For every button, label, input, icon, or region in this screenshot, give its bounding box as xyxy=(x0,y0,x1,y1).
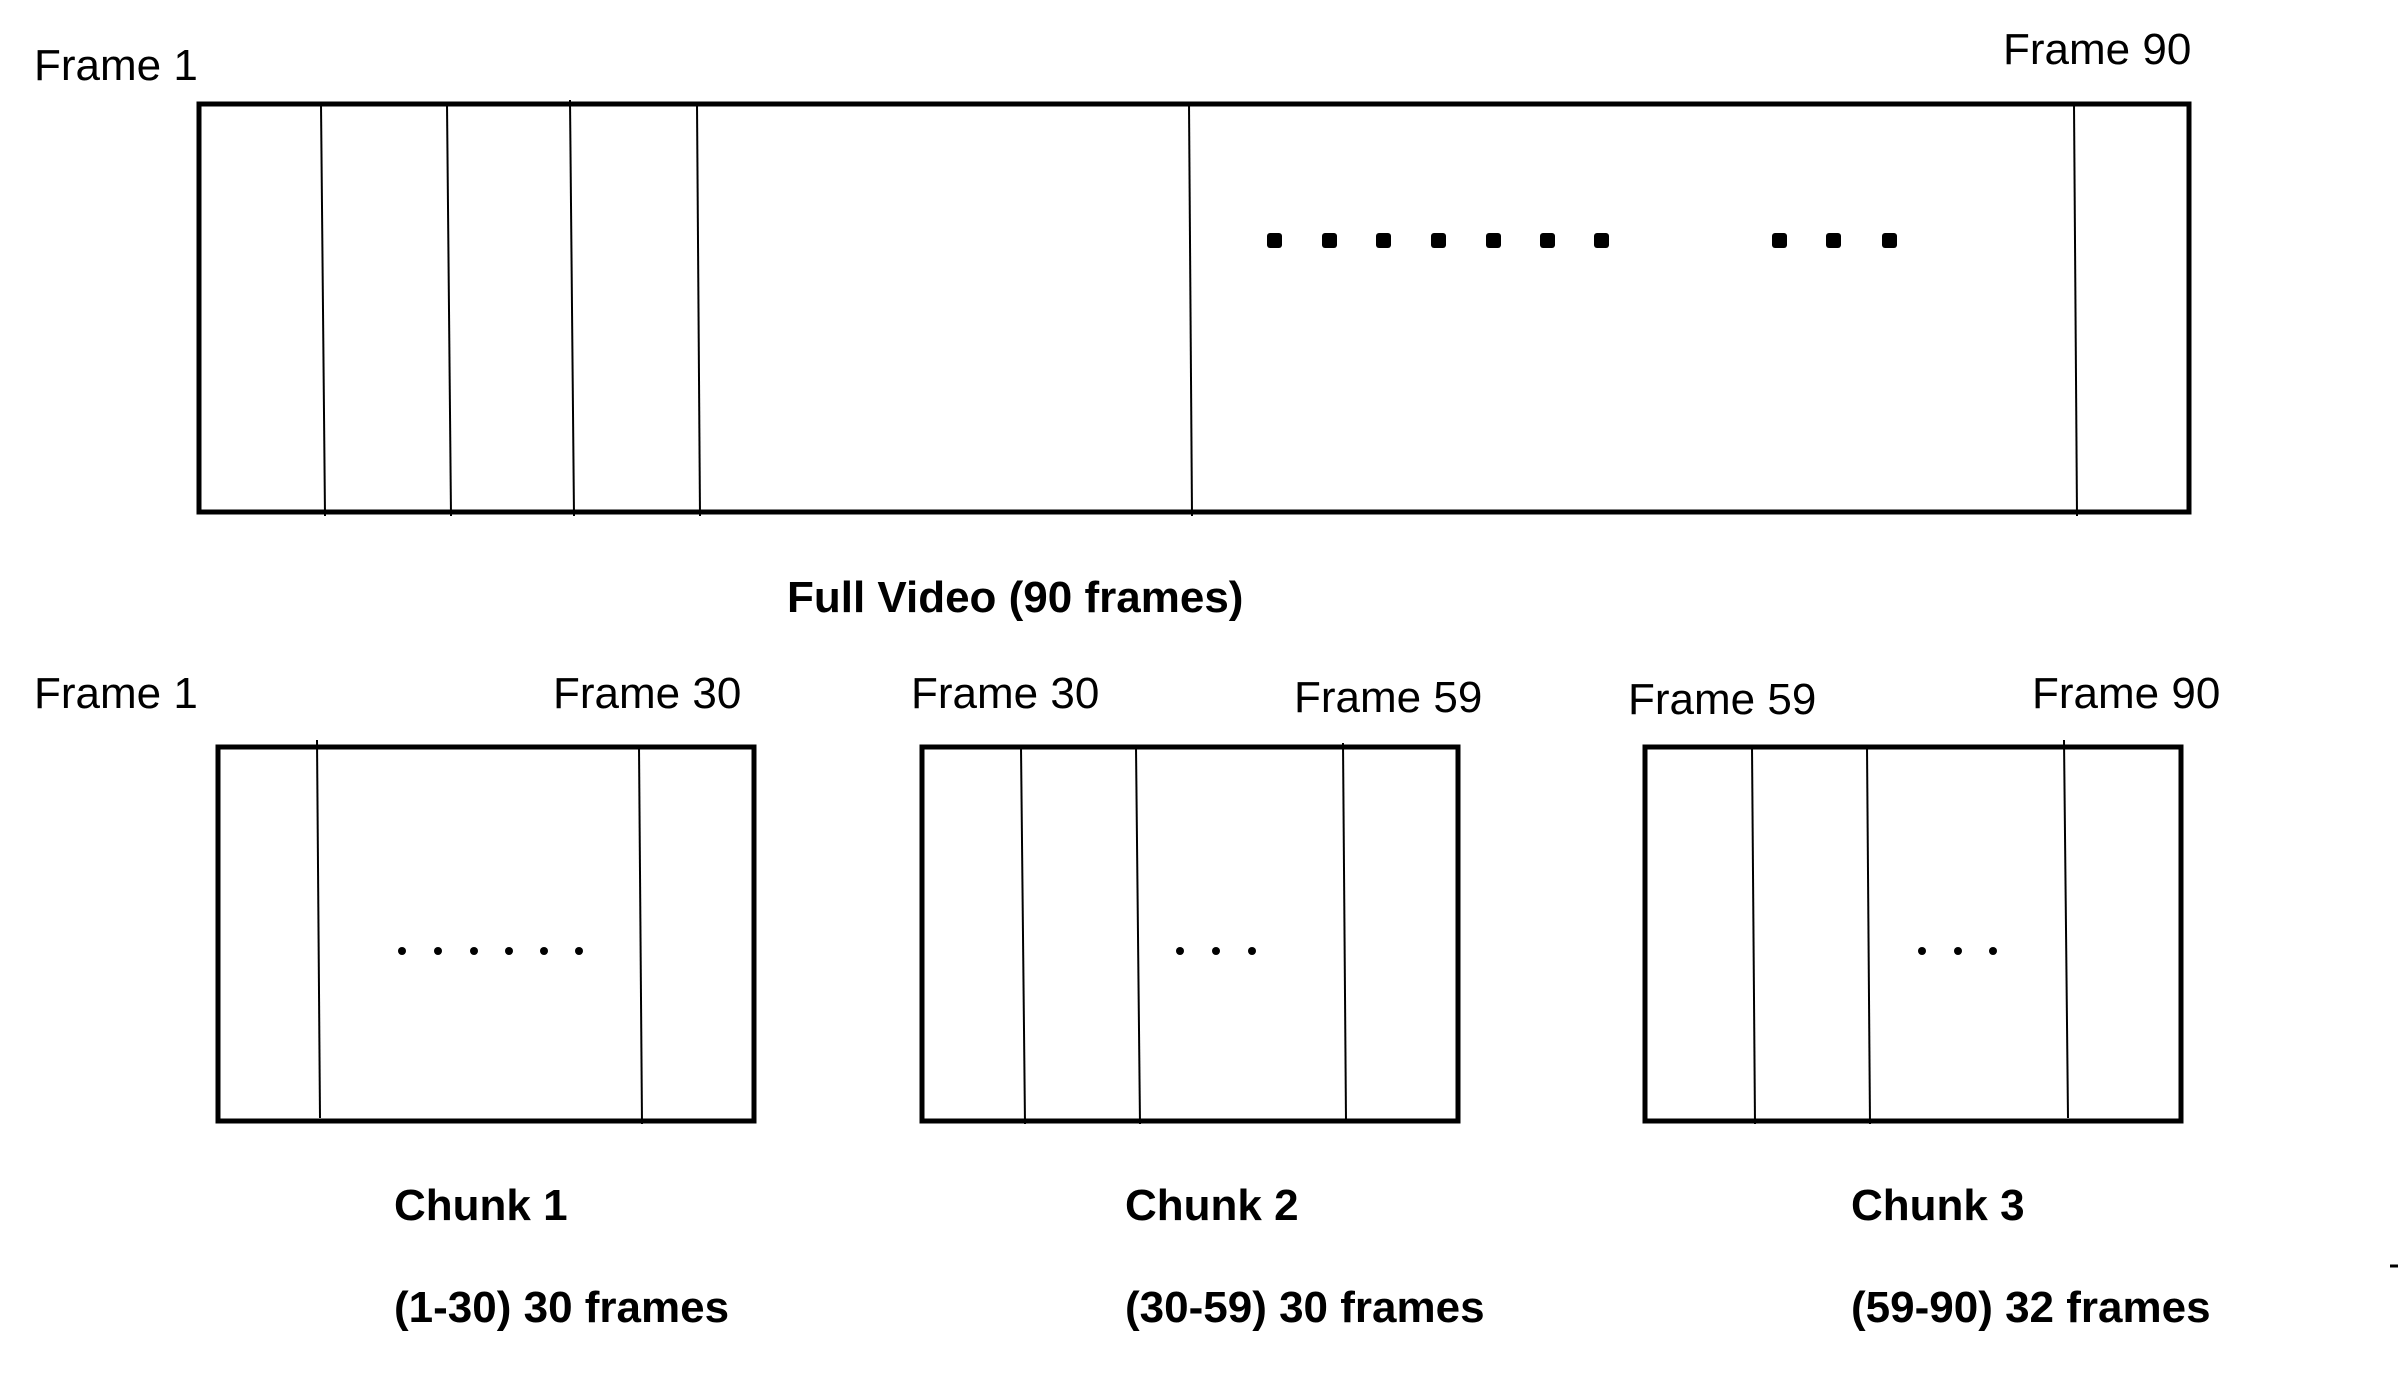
frame-divider xyxy=(638,746,643,1125)
frame-divider xyxy=(1751,746,1756,1125)
chunk-1-end-label: Frame 30 xyxy=(553,669,741,718)
frame-divider xyxy=(1135,746,1141,1125)
frame-divider xyxy=(316,739,321,1119)
ellipsis-dot xyxy=(575,947,583,955)
frame-divider xyxy=(446,103,452,517)
chunk-2-ellipsis xyxy=(1176,947,1256,955)
frame-divider xyxy=(696,103,701,517)
chunk-2-group: Frame 30 Frame 59 Chunk 2 (30-59) 30 fra… xyxy=(911,669,1485,1332)
ellipsis-dot xyxy=(1431,233,1446,248)
ellipsis-dot xyxy=(1918,947,1926,955)
frame-divider xyxy=(569,99,575,517)
chunk-1-start-label: Frame 1 xyxy=(34,669,198,718)
chunk-2-title: Chunk 2 xyxy=(1125,1181,1299,1230)
ellipsis-dot xyxy=(1540,233,1555,248)
ellipsis-dot xyxy=(1989,947,1997,955)
chunk-3-start-label: Frame 59 xyxy=(1628,675,1816,724)
chunk-1-range: (1-30) 30 frames xyxy=(394,1283,729,1332)
ellipsis-dot xyxy=(1267,233,1282,248)
frame-divider xyxy=(1342,742,1347,1122)
ellipsis-dot xyxy=(1772,233,1787,248)
full-video-caption: Full Video (90 frames) xyxy=(787,573,1243,622)
chunk-3-box xyxy=(1642,744,2184,1124)
frame-divider xyxy=(1020,746,1026,1125)
frame-divider xyxy=(1188,103,1193,517)
ellipsis-dot xyxy=(398,947,406,955)
ellipsis-dot xyxy=(1594,233,1609,248)
full-video-strip xyxy=(196,101,2192,515)
frame-divider xyxy=(2063,739,2069,1119)
frame-divider xyxy=(2073,103,2078,517)
ellipsis-dot xyxy=(540,947,548,955)
full-video-start-label: Frame 1 xyxy=(34,41,198,90)
chunk-2-box xyxy=(919,744,1461,1124)
ellipsis-dot xyxy=(505,947,513,955)
chunk-3-group: Frame 59 Frame 90 Chunk 3 (59-90) 32 fra… xyxy=(1628,669,2220,1332)
ellipsis-dot xyxy=(434,947,442,955)
full-video-end-label: Frame 90 xyxy=(2003,25,2191,74)
ellipsis-dot xyxy=(1882,233,1897,248)
ellipsis-dot xyxy=(470,947,478,955)
ellipsis-dot xyxy=(1826,233,1841,248)
ellipsis-dot xyxy=(1486,233,1501,248)
chunk-1-box xyxy=(215,744,757,1124)
chunk-2-end-label: Frame 59 xyxy=(1294,673,1482,722)
chunk-2-start-label: Frame 30 xyxy=(911,669,1099,718)
ellipsis-dots xyxy=(1267,233,1897,248)
chunk-1-ellipsis xyxy=(398,947,583,955)
chunk-3-ellipsis xyxy=(1918,947,1997,955)
full-video-group: Frame 1 Frame 90 Full Video (90 frames) xyxy=(34,25,2192,622)
chunk-3-end-label: Frame 90 xyxy=(2032,669,2220,718)
ellipsis-dot xyxy=(1954,947,1962,955)
chunk-2-range: (30-59) 30 frames xyxy=(1125,1283,1485,1332)
ellipsis-dot xyxy=(1212,947,1220,955)
frame-divider xyxy=(320,103,326,517)
ellipsis-dot xyxy=(1176,947,1184,955)
ellipsis-dot xyxy=(1322,233,1337,248)
chunk-3-range: (59-90) 32 frames xyxy=(1851,1283,2211,1332)
ellipsis-dot xyxy=(1376,233,1391,248)
chunk-1-title: Chunk 1 xyxy=(394,1181,568,1230)
frame-divider xyxy=(1866,746,1871,1125)
ellipsis-dot xyxy=(1248,947,1256,955)
chunk-1-group: Frame 1 Frame 30 Chunk 1 (1-30) 30 frame… xyxy=(34,669,757,1332)
chunk-3-title: Chunk 3 xyxy=(1851,1181,2025,1230)
